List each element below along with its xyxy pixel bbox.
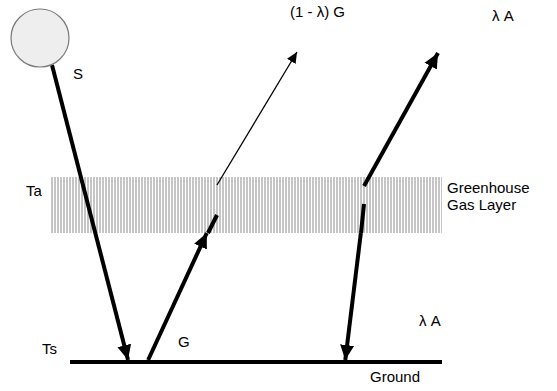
ground-line: TsGround — [70, 360, 442, 364]
layer-inner-stroke — [361, 204, 364, 233]
sun-circle: S — [10, 8, 70, 68]
ground-label: Ground — [370, 368, 420, 385]
escaping-radiation-label: (1 - λ) G — [290, 3, 345, 20]
surface-temperature: Ts — [42, 340, 57, 357]
radiation-arrow — [148, 233, 207, 360]
gas-layer-hatching — [50, 177, 442, 233]
escaping-radiation-arrow — [217, 52, 297, 185]
upward-emission-arrow — [364, 53, 438, 186]
layer-temperature: Ta — [26, 182, 42, 199]
layer-inner-stroke — [208, 215, 217, 233]
sun-label: S — [73, 65, 83, 82]
upward-emission-label: λ A — [492, 7, 514, 24]
greenhouse-gas-band: TaGreenhouse Gas Layer — [50, 177, 442, 233]
radiation-arrow — [52, 65, 128, 360]
layer-name: Greenhouse Gas Layer — [447, 179, 555, 214]
edge-label: λ A — [418, 312, 442, 329]
sun-outline — [10, 8, 70, 68]
radiation-arrow — [345, 233, 361, 360]
edge-label: G — [177, 333, 191, 350]
